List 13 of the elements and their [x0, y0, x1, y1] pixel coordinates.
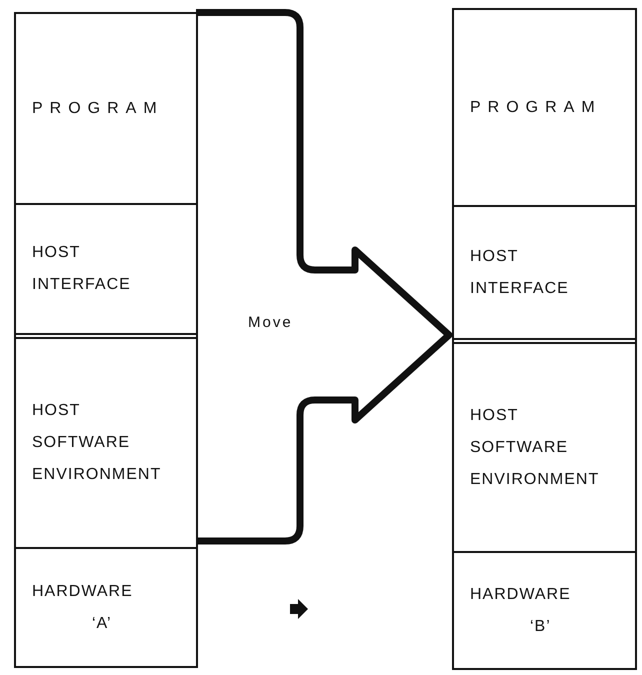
layer-label: ‘B’ [529, 616, 551, 636]
layer-label: PROGRAM [470, 98, 602, 118]
layer-label: PROGRAM [32, 98, 164, 118]
layer-stack [14, 12, 198, 668]
layer-label: HARDWARE [470, 584, 571, 604]
layer-label: HOST INTERFACE [32, 243, 132, 295]
layer-label: HOST INTERFACE [470, 246, 570, 298]
layer-label: ‘A’ [91, 614, 112, 634]
layer-label: HARDWARE [32, 582, 133, 602]
arrow-label: Move [248, 314, 293, 331]
layer-label: HOST SOFTWARE ENVIRONMENT [470, 406, 600, 490]
layer-label: HOST SOFTWARE ENVIRONMENT [32, 401, 162, 485]
layer-stack [452, 8, 637, 670]
